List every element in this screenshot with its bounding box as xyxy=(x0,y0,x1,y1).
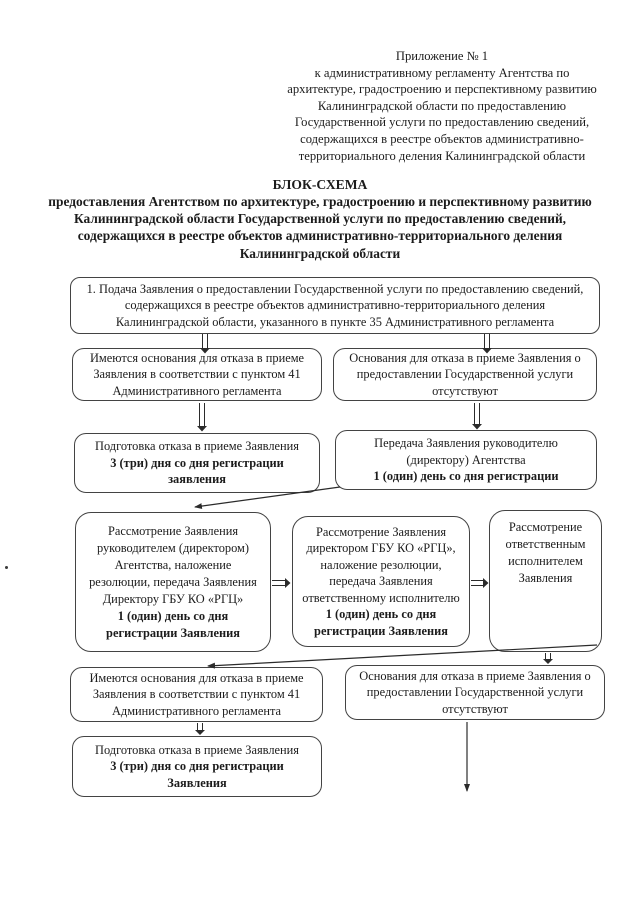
arrow-down-icon xyxy=(472,403,482,430)
arrow-down-icon xyxy=(197,403,207,432)
flow-box-text: Имеются основания для отказа в приеме За… xyxy=(89,350,305,398)
annex-header: Приложение № 1 к административному регла… xyxy=(272,48,612,164)
flow-box-text: Рассмотрение Заявления руководителем (ди… xyxy=(89,523,257,606)
flow-box-text: Рассмотрение Заявления директором ГБУ КО… xyxy=(302,525,460,605)
arrow-right-icon xyxy=(471,578,489,588)
flow-box-submission: 1. Подача Заявления о предоставлении Гос… xyxy=(70,277,600,334)
flow-box-transfer-to-head: Передача Заявления руководителю (директо… xyxy=(335,430,597,490)
flow-box-text: Подготовка отказа в приеме Заявления xyxy=(95,742,299,757)
flow-box-no-refusal-grounds-1: Основания для отказа в приеме Заявления … xyxy=(333,348,597,401)
flow-box-term: 1 (один) день со дня регистрации Заявлен… xyxy=(106,608,240,640)
flow-box-text: Подготовка отказа в приеме Заявления xyxy=(95,439,299,454)
arrow-right-icon xyxy=(272,578,291,588)
page-title: БЛОК-СХЕМА xyxy=(272,177,368,192)
flow-box-review-by-head: Рассмотрение Заявления руководителем (ди… xyxy=(75,512,271,652)
flow-box-term: 3 (три) дня со дня регистрации Заявления xyxy=(110,759,284,790)
annex-line: архитектуре, градостроению и перспективн… xyxy=(287,82,597,97)
annex-line: территориального деления Калининградской… xyxy=(298,148,586,163)
flow-box-text: Имеются основания для отказа в приеме За… xyxy=(89,670,304,718)
arrow-down-icon xyxy=(195,723,205,735)
flow-box-text: Основания для отказа в приеме Заявления … xyxy=(359,668,591,716)
flow-box-review-by-executor: Рассмотрение ответственным исполнителем … xyxy=(489,510,602,652)
flow-box-prepare-refusal-1: Подготовка отказа в приеме Заявления 3 (… xyxy=(74,433,320,493)
flow-box-prepare-refusal-2: Подготовка отказа в приеме Заявления 3 (… xyxy=(72,736,322,797)
flow-box-no-refusal-grounds-2: Основания для отказа в приеме Заявления … xyxy=(345,665,605,720)
flow-box-term: 1 (один) день со дня регистрации xyxy=(373,469,559,484)
annex-line: к административному регламенту Агентства… xyxy=(314,65,570,80)
annex-line: содержащихся в реестре объектов админист… xyxy=(300,131,584,146)
flow-box-text: 1. Подача Заявления о предоставлении Гос… xyxy=(86,281,584,329)
annex-line: Государственной услуги по предоставлению… xyxy=(294,115,590,130)
flow-box-text: Передача Заявления руководителю (директо… xyxy=(374,436,558,467)
scan-speck xyxy=(5,566,8,569)
flow-box-refusal-grounds-exist-1: Имеются основания для отказа в приеме За… xyxy=(72,348,322,401)
flow-box-refusal-grounds-exist-2: Имеются основания для отказа в приеме За… xyxy=(70,667,323,722)
page-subtitle: предоставления Агентством по архитектуре… xyxy=(48,194,592,261)
flow-box-review-by-rgc-director: Рассмотрение Заявления директором ГБУ КО… xyxy=(292,516,470,647)
flow-box-text: Основания для отказа в приеме Заявления … xyxy=(349,350,581,398)
flow-box-term: 3 (три) дня со дня регистрации заявления xyxy=(110,455,284,487)
arrow-down-icon xyxy=(543,653,553,664)
flow-box-text: Рассмотрение ответственным исполнителем … xyxy=(505,520,586,585)
annex-line: Калининградской области по предоставлени… xyxy=(317,98,567,113)
flow-box-term: 1 (один) день со дня регистрации Заявлен… xyxy=(314,607,448,638)
annex-line: Приложение № 1 xyxy=(395,49,489,63)
